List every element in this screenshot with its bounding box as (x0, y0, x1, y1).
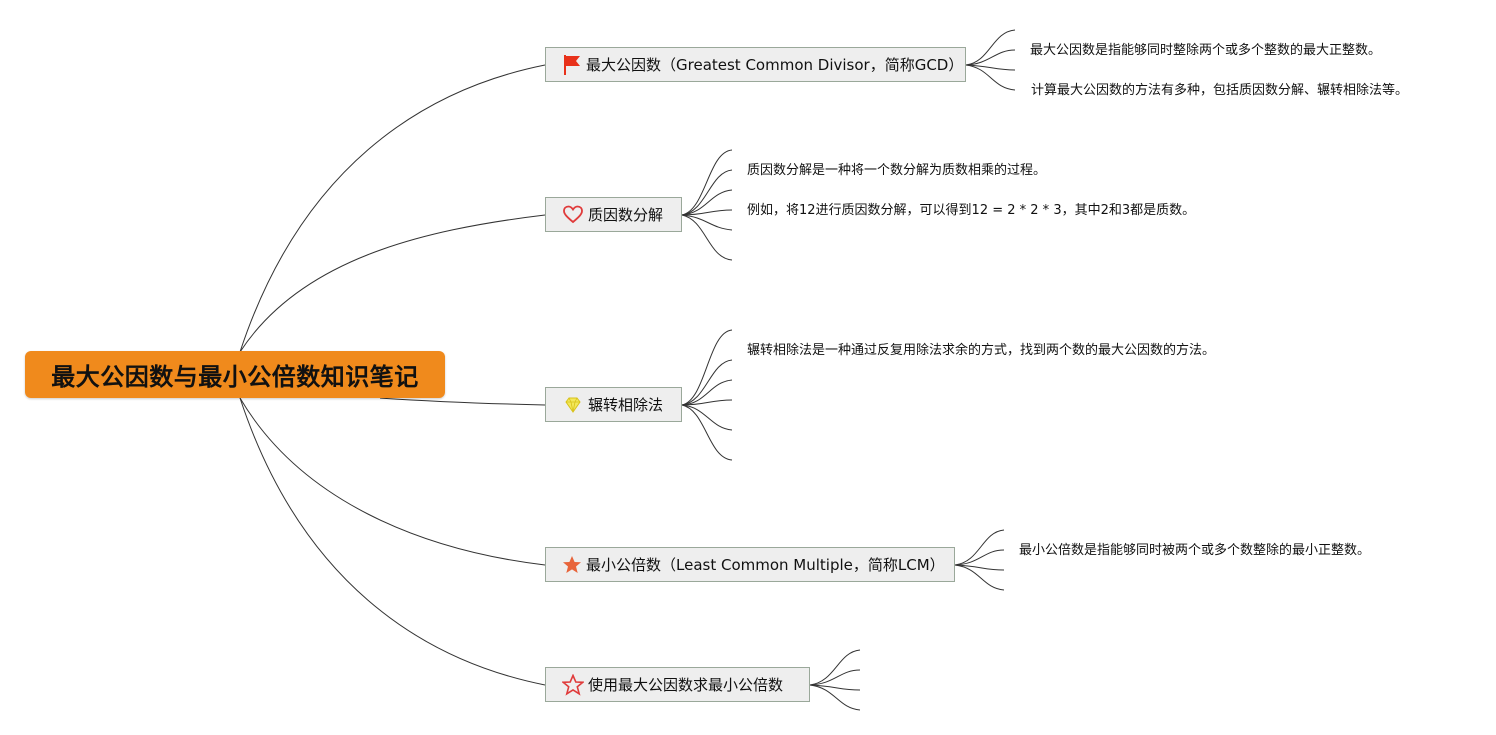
connector-root-branch-3 (379, 397, 546, 406)
fan-b1-1 (965, 29, 1016, 66)
connector-root-branch-5 (239, 397, 546, 686)
branch-lcm[interactable]: 最小公倍数（Least Common Multiple，简称LCM） (545, 547, 955, 582)
branch-gcd-to-lcm-label: 使用最大公因数求最小公倍数 (588, 676, 784, 694)
fan-b2-4 (681, 209, 733, 216)
leaf-lcm-definition[interactable]: 最小公倍数是指能够同时被两个或多个数整除的最小正整数。 (1019, 543, 1371, 558)
branch-prime-factorization-label: 质因数分解 (588, 206, 664, 224)
fan-b2-3 (681, 189, 733, 216)
root-topic-label: 最大公因数与最小公倍数知识笔记 (51, 363, 419, 391)
diamond-icon (562, 394, 584, 416)
branch-gcd-label: 最大公因数（Greatest Common Divisor，简称GCD） (586, 56, 964, 74)
leaf-euclidean-definition[interactable]: 辗转相除法是一种通过反复用除法求余的方式，找到两个数的最大公因数的方法。 (747, 343, 1216, 358)
fan-b2-1 (681, 149, 733, 216)
red-flag-icon (562, 54, 582, 76)
fan-b5-3 (809, 684, 861, 691)
fan-b3-4 (681, 399, 733, 406)
fan-b3-3 (681, 379, 733, 406)
fan-b3-5 (681, 404, 733, 431)
filled-star-icon (562, 554, 582, 576)
fan-b5-4 (809, 684, 861, 711)
branch-gcd[interactable]: 最大公因数（Greatest Common Divisor，简称GCD） (545, 47, 966, 82)
fan-b4-2 (954, 549, 1005, 566)
fan-b5-2 (809, 669, 861, 686)
fan-b3-1 (681, 329, 733, 406)
root-topic[interactable]: 最大公因数与最小公倍数知识笔记 (25, 351, 445, 398)
fan-b2-5 (681, 214, 733, 231)
fan-b4-1 (954, 529, 1005, 566)
leaf-prime-example[interactable]: 例如，将12进行质因数分解，可以得到12 = 2 * 2 * 3，其中2和3都是… (747, 203, 1196, 218)
branch-prime-factorization[interactable]: 质因数分解 (545, 197, 682, 232)
branch-euclidean-algorithm[interactable]: 辗转相除法 (545, 387, 682, 422)
fan-b1-3 (965, 64, 1016, 71)
fan-b4-3 (954, 564, 1005, 571)
leaf-gcd-methods[interactable]: 计算最大公因数的方法有多种，包括质因数分解、辗转相除法等。 (1031, 83, 1409, 98)
fan-b1-2 (965, 49, 1016, 66)
leaf-gcd-definition[interactable]: 最大公因数是指能够同时整除两个或多个整数的最大正整数。 (1030, 43, 1382, 58)
fan-b3-2 (681, 359, 733, 406)
fan-b3-6 (681, 404, 733, 461)
heart-outline-icon (562, 204, 584, 226)
fan-b2-2 (681, 169, 733, 216)
fan-b5-1 (809, 649, 861, 686)
branch-gcd-to-lcm[interactable]: 使用最大公因数求最小公倍数 (545, 667, 810, 702)
outline-star-icon (562, 673, 584, 696)
fan-b2-6 (681, 214, 733, 261)
connector-root-branch-1 (239, 64, 546, 353)
branch-lcm-label: 最小公倍数（Least Common Multiple，简称LCM） (586, 556, 945, 574)
connector-root-branch-4 (239, 397, 546, 566)
fan-b1-4 (965, 64, 1016, 91)
connector-root-branch-2 (239, 214, 546, 353)
branch-euclidean-algorithm-label: 辗转相除法 (588, 396, 664, 414)
fan-b4-4 (954, 564, 1005, 591)
leaf-prime-definition[interactable]: 质因数分解是一种将一个数分解为质数相乘的过程。 (747, 163, 1047, 178)
